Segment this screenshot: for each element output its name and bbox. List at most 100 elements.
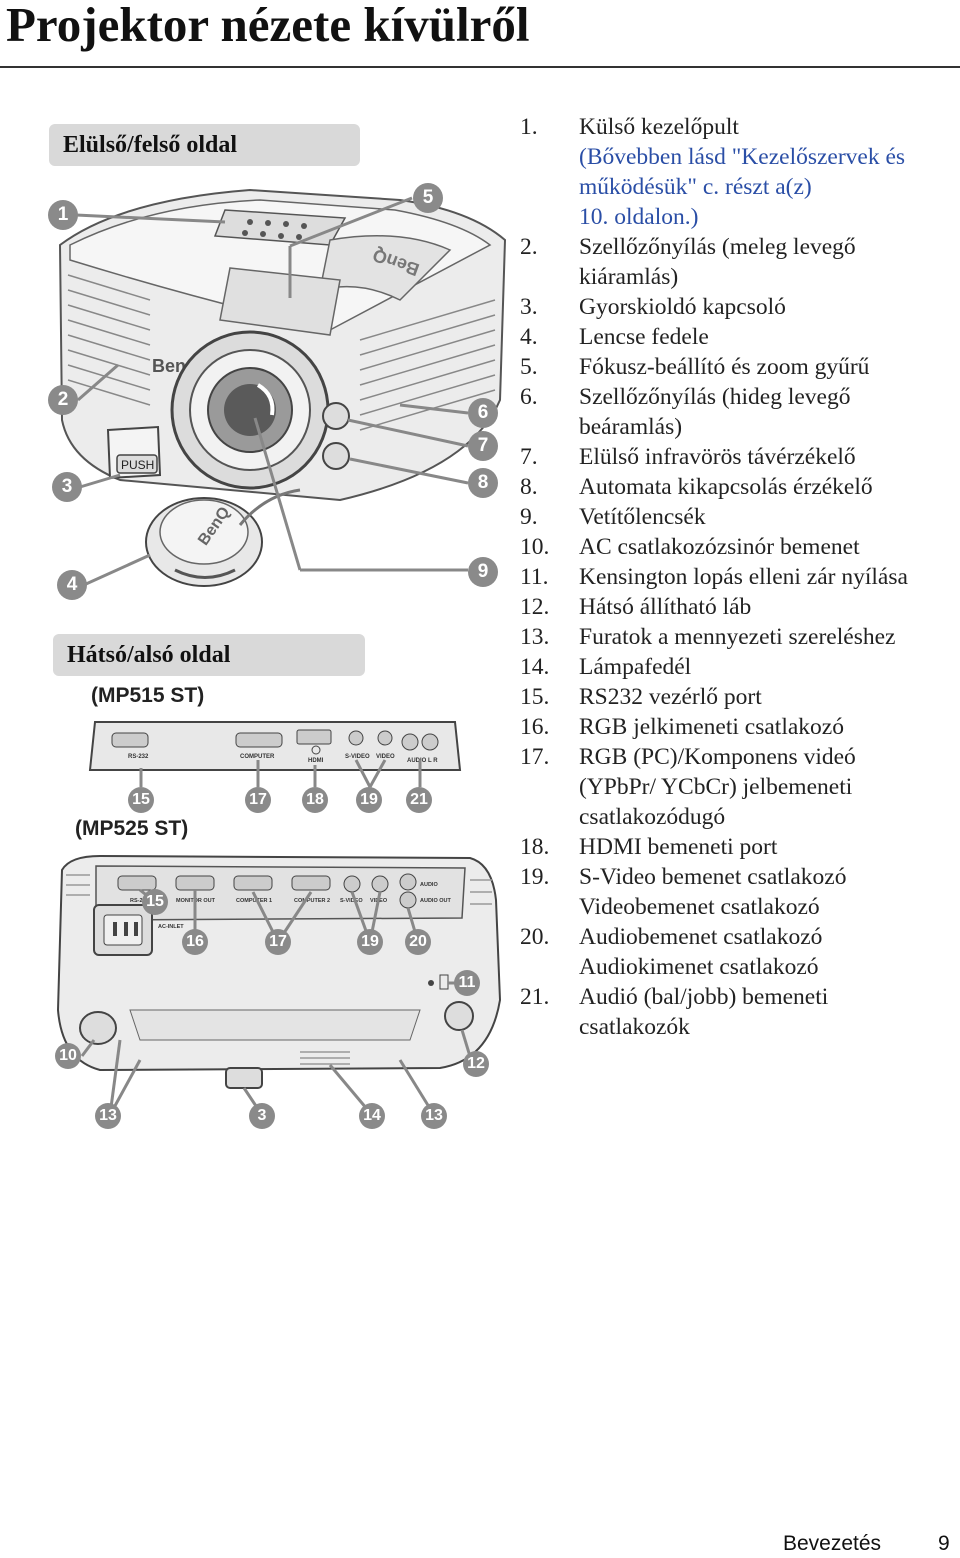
list-item-line: Szellőzőnyílás (hideg levegő — [579, 384, 851, 410]
list-item-line: RGB jelkimeneti csatlakozó — [579, 714, 844, 740]
list-item-line: Videobemenet csatlakozó — [579, 894, 820, 920]
callout-9: 9 — [468, 557, 498, 587]
footer-section: Bevezetés — [783, 1532, 882, 1555]
computer-label: COMPUTER — [240, 754, 275, 760]
projector-front-illustration: BenQ BenQ PUSH BenQ — [58, 188, 507, 587]
list-item-text: Hátsó állítható láb — [579, 592, 960, 622]
model-label-mp525: (MP525 ST) — [75, 817, 189, 840]
callout-525-11: 11 — [454, 970, 480, 996]
list-item-line: Kensington lopás elleni zár nyílása — [579, 564, 908, 590]
list-item-text: Automata kikapcsolás érzékelő — [579, 472, 960, 502]
footer-page-number: 9 — [938, 1532, 950, 1555]
list-item-line: Lámpafedél — [579, 654, 692, 680]
list-item-line: (YPbPr/ YCbCr) jelbemeneti — [579, 774, 853, 800]
list-item-line: Hátsó állítható láb — [579, 594, 752, 620]
list-item-number: 19. — [520, 864, 550, 890]
cross-reference-link[interactable]: 10. oldalon.) — [579, 204, 699, 230]
list-item-text: AC csatlakozózsinór bemenet — [579, 532, 960, 562]
list-item-text: Lámpafedél — [579, 652, 960, 682]
list-item-line: Audió (bal/jobb) bemeneti — [579, 984, 829, 1010]
callout-525-13a: 13 — [95, 1103, 121, 1129]
audio-out-label: AUDIO OUT — [420, 898, 452, 904]
list-item-line: RS232 vezérlő port — [579, 684, 762, 710]
list-item: 3.Gyorskioldó kapcsoló — [520, 292, 960, 322]
list-item-text: Audió (bal/jobb) bemeneti csatlakozók — [579, 982, 960, 1042]
list-item-number: 7. — [520, 444, 538, 470]
list-item-line: Audiokimenet csatlakozó — [579, 954, 819, 980]
callout-6: 6 — [468, 398, 498, 428]
list-item: 11.Kensington lopás elleni zár nyílása — [520, 562, 960, 592]
callout-525-14: 14 — [359, 1103, 385, 1129]
list-item: 14.Lámpafedél — [520, 652, 960, 682]
callout-525-3: 3 — [249, 1103, 275, 1129]
list-item-number: 15. — [520, 684, 550, 710]
list-item-line: AC csatlakozózsinór bemenet — [579, 534, 860, 560]
mp525-rear-illustration: RS-232 MONITOR OUT COMPUTER 1 COMPUTER 2… — [56, 854, 502, 1116]
list-item: 17.RGB (PC)/Komponens videó(YPbPr/ YCbCr… — [520, 742, 960, 832]
list-item-number: 6. — [520, 384, 538, 410]
ac-inlet-label: AC-INLET — [158, 924, 184, 930]
cross-reference-link[interactable]: működésük" c. részt a(z) — [579, 174, 812, 200]
svideo-label: S-VIDEO — [345, 754, 370, 760]
callout-4: 4 — [57, 570, 87, 600]
list-item-number: 12. — [520, 594, 550, 620]
list-item-text: Külső kezelőpult (Bővebben lásd "Kezelősz… — [579, 112, 960, 232]
computer1-label: COMPUTER 1 — [236, 898, 272, 904]
svideo-label-525: S-VIDEO — [340, 898, 363, 904]
list-item-line: csatlakozók — [579, 1014, 690, 1040]
list-item-number: 16. — [520, 714, 550, 740]
list-item: 4.Lencse fedele — [520, 322, 960, 352]
list-item-text: Lencse fedele — [579, 322, 960, 352]
callout-525-15: 15 — [142, 889, 168, 915]
list-item-text: Vetítőlencsék — [579, 502, 960, 532]
list-item-text: HDMI bemeneti port — [579, 832, 960, 862]
callout-515-15: 15 — [128, 787, 154, 813]
front-section-header: Elülső/felső oldal — [49, 124, 360, 166]
list-item-line: S-Video bemenet csatlakozó — [579, 864, 847, 890]
list-item: 15. RS232 vezérlő port — [520, 682, 960, 712]
list-item: 1.Külső kezelőpult(Bővebben lásd "Kezelő… — [520, 112, 960, 232]
list-item-text: Szellőzőnyílás (hideg levegő beáramlás) — [579, 382, 960, 442]
list-item: 5.Fókusz-beállító és zoom gyűrű — [520, 352, 960, 382]
page-title: Projektor nézete kívülről — [6, 0, 530, 52]
list-item-number: 9. — [520, 504, 538, 530]
callout-1: 1 — [48, 200, 78, 230]
list-item-line: HDMI bemeneti port — [579, 834, 778, 860]
callout-525-10: 10 — [55, 1043, 81, 1069]
callout-525-13b: 13 — [421, 1103, 447, 1129]
list-item-number: 20. — [520, 924, 550, 950]
callout-525-17: 17 — [265, 929, 291, 955]
list-item-text: Fókusz-beállító és zoom gyűrű — [579, 352, 960, 382]
audio-lr-label: AUDIO L R — [407, 758, 438, 764]
list-item-line: beáramlás) — [579, 414, 683, 440]
list-item-text: Furatok a mennyezeti szereléshez — [579, 622, 960, 652]
list-item-line: Elülső infravörös távérzékelő — [579, 444, 856, 470]
back-section-header: Hátsó/alsó oldal — [53, 634, 365, 676]
callout-7: 7 — [468, 431, 498, 461]
list-item: 10.AC csatlakozózsinór bemenet — [520, 532, 960, 562]
callout-515-19: 19 — [356, 787, 382, 813]
list-item-text: RS232 vezérlő port — [579, 682, 960, 712]
list-item-line: Vetítőlencsék — [579, 504, 706, 530]
list-item-number: 13. — [520, 624, 550, 650]
list-item-line: Audiobemenet csatlakozó — [579, 924, 823, 950]
audio-label-525: AUDIO — [420, 882, 438, 888]
list-item-line: Szellőzőnyílás (meleg levegő — [579, 234, 856, 260]
list-item-line: Külső kezelőpult — [579, 114, 739, 140]
list-item-text: Kensington lopás elleni zár nyílása — [579, 562, 960, 592]
parts-list: 1.Külső kezelőpult(Bővebben lásd "Kezelő… — [520, 112, 960, 1042]
list-item-number: 17. — [520, 744, 550, 770]
cross-reference-link[interactable]: (Bővebben lásd "Kezelőszervek és — [579, 144, 906, 170]
callout-525-12: 12 — [463, 1051, 489, 1077]
list-item-line: Furatok a mennyezeti szereléshez — [579, 624, 896, 650]
callout-3: 3 — [52, 472, 82, 502]
list-item: 9. Vetítőlencsék — [520, 502, 960, 532]
hdmi-label: HDMI — [308, 758, 324, 764]
callout-8: 8 — [468, 468, 498, 498]
list-item-number: 18. — [520, 834, 550, 860]
